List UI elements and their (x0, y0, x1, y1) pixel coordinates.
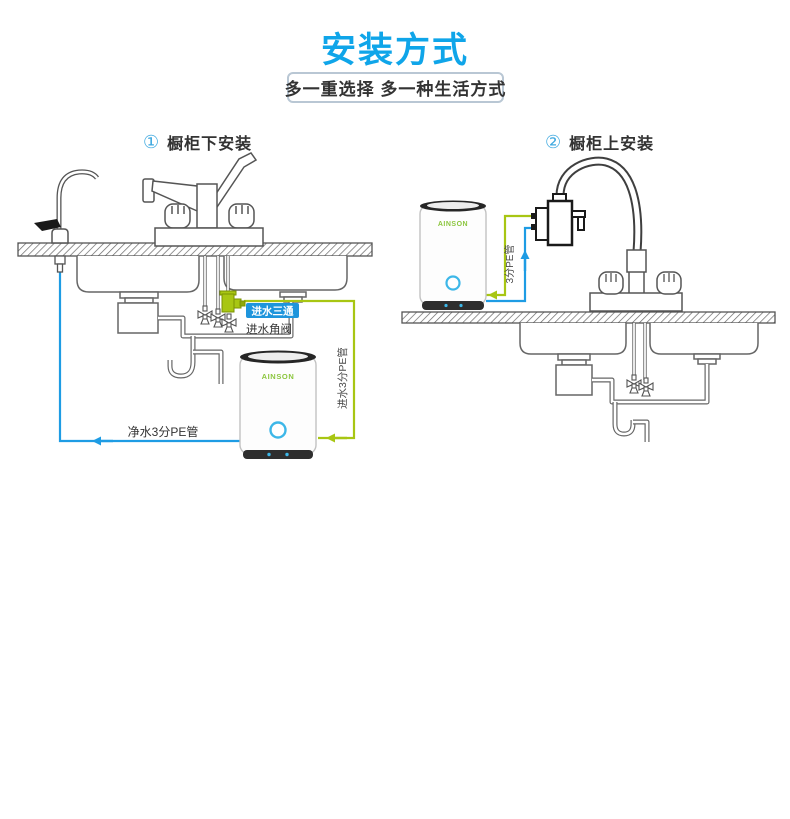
drain-disposal (117, 291, 159, 334)
faucet-handle-left (598, 271, 624, 295)
drain-pipes (158, 302, 294, 384)
inlet-angle-valve (219, 290, 246, 313)
section-header-above-cabinet: ② 橱柜上安装 (545, 131, 654, 153)
supply-pipes (203, 256, 230, 311)
under-cabinet-diagram: AINSON 进水三通 进水角阀 进水3分PE管 净水3分PE管 (17, 152, 373, 459)
pipe-label-right: 3分PE管 (503, 245, 516, 284)
inlet-pipe-label: 进水3分PE管 (336, 347, 349, 409)
tee-badge (246, 303, 299, 318)
circled-number-1-icon: ① (143, 132, 160, 152)
right-basin-flange-2 (693, 353, 721, 365)
purifier-unit-left: AINSON (239, 350, 317, 459)
faucet-deck (154, 227, 264, 247)
supply-pipes-right (632, 323, 647, 380)
faucet-column (196, 183, 218, 229)
kitchen-faucet (142, 152, 264, 247)
purifier-indicator-ring (269, 421, 287, 439)
sink-basins (76, 256, 348, 293)
page-title: 安装方式 (320, 31, 469, 70)
installation-diagrams: AINSON 进水三通 进水角阀 进水3分PE管 净水3分PE管 (17, 152, 776, 459)
left-diagram-labels: 进水三通 进水角阀 进水3分PE管 净水3分PE管 (128, 303, 349, 439)
faucet-handle-right (656, 271, 682, 295)
angle-valve-label: 进水角阀 (246, 322, 292, 336)
drinking-faucet (34, 169, 100, 273)
subtitle-box: 多一重选择 多一种生活方式 (284, 72, 507, 103)
green-flow-arrow-icon (488, 290, 497, 300)
faucet-connector-block (531, 193, 586, 247)
purifier-indicator-ring (445, 275, 461, 291)
purifier-base (243, 450, 313, 459)
sink-basins-right (519, 323, 759, 355)
section-title-under-cabinet: 橱柜下安装 (167, 136, 253, 153)
faucet-handle-lever (34, 219, 61, 231)
supply-fitting-icon (197, 305, 213, 325)
drain-disposal-right (555, 353, 593, 396)
blue-up-arrow-icon (520, 250, 530, 271)
purifier-unit-right: AINSON (419, 200, 487, 310)
tee-badge-label: 进水三通 (252, 305, 294, 318)
purifier-brand-logo: AINSON (438, 221, 468, 228)
above-cabinet-diagram: AINSON 3分PE管 (401, 156, 776, 442)
countertop-right (401, 311, 776, 324)
green-flow-arrow-icon (326, 433, 347, 443)
section-header-under-cabinet: ① 橱柜下安装 (143, 131, 252, 153)
drain-pipes-right (592, 364, 710, 442)
purifier-base (422, 301, 484, 310)
faucet-base (51, 228, 69, 244)
faucet-column (628, 269, 645, 296)
gooseneck-faucet (555, 156, 683, 312)
subtitle-text: 多一重选择 多一种生活方式 (284, 80, 507, 99)
section-title-above-cabinet: 橱柜上安装 (569, 136, 655, 153)
circled-number-2-icon: ② (545, 132, 562, 152)
clean-pipe-label: 净水3分PE管 (128, 424, 199, 439)
clean-tube-blue (58, 268, 240, 443)
purifier-brand-logo: AINSON (262, 372, 295, 381)
blue-flow-arrow-icon (92, 436, 113, 446)
faucet-sleeve (626, 249, 647, 273)
faucet-deck (589, 292, 683, 312)
